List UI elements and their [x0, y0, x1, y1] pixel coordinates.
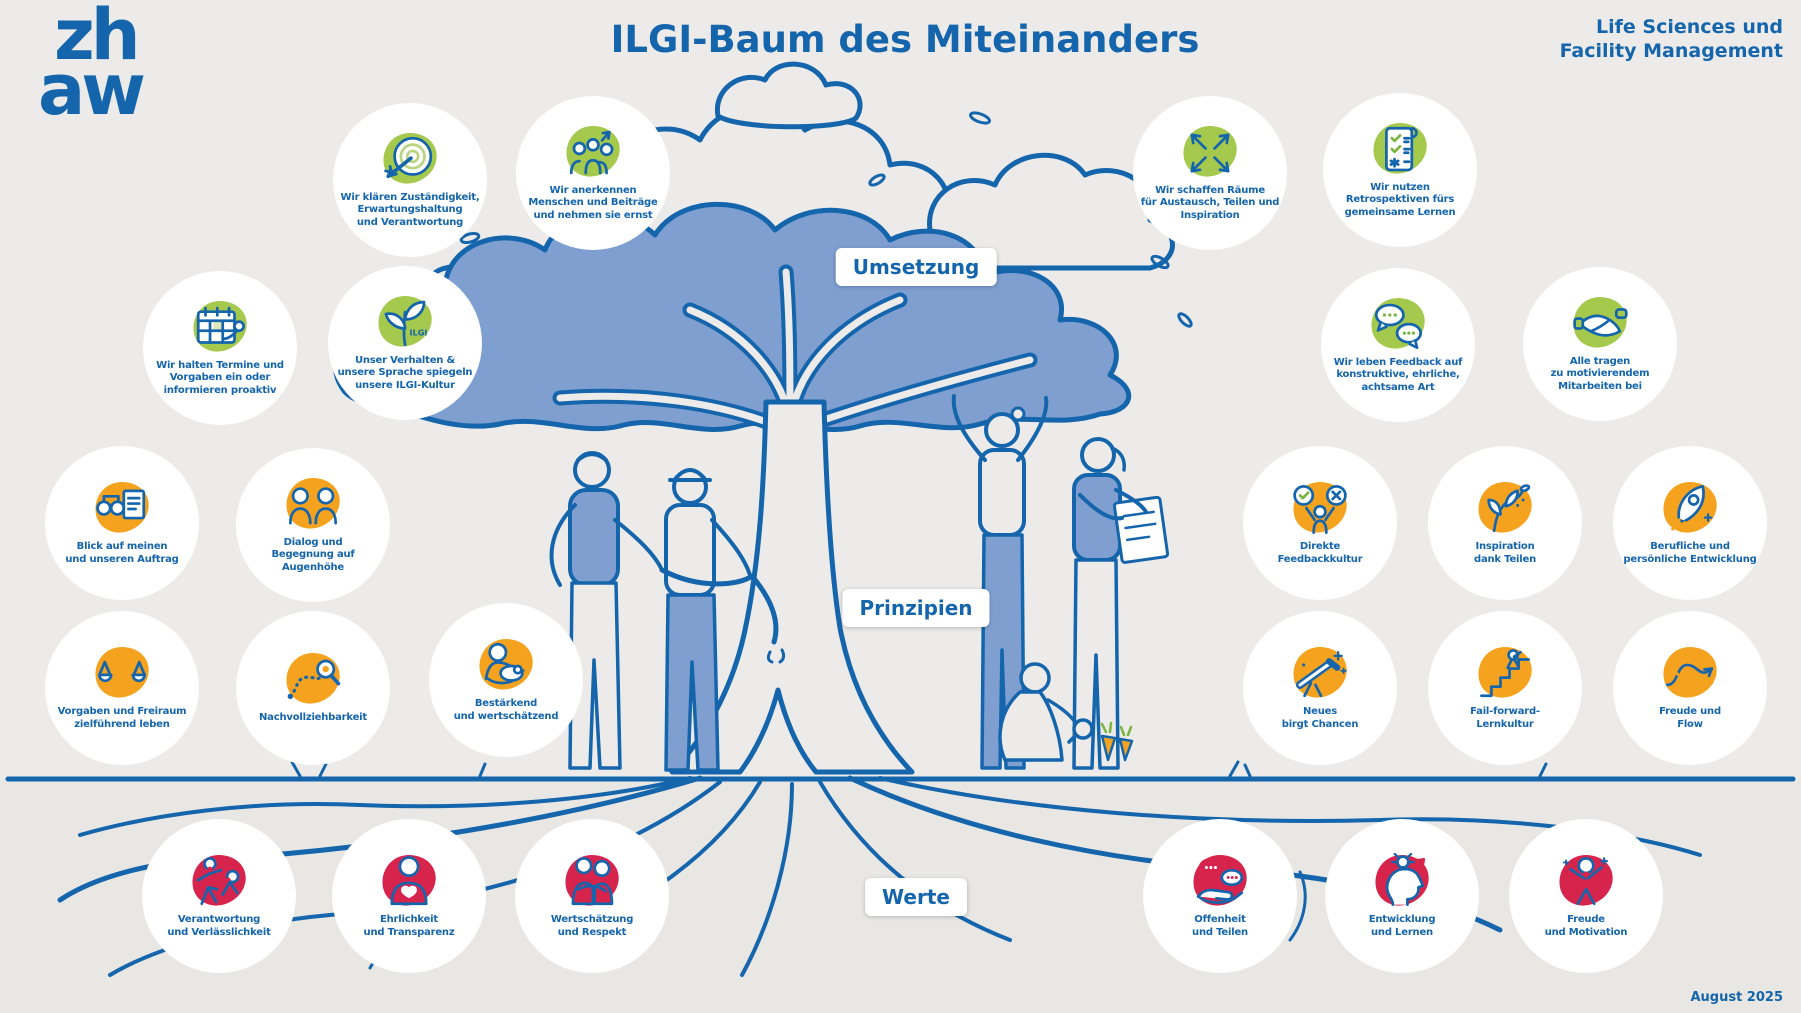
bubble-ilgi-kultur: ILGI Unser Verhalten & unsere Sprache sp…: [328, 266, 482, 420]
bubble-verantwortung: Verantwortung und Verlässlichkeit: [142, 819, 296, 973]
bubble-label: Wir schaffen Räume für Austausch, Teilen…: [1140, 185, 1280, 221]
bubble-freude: Freude und Motivation: [1509, 819, 1663, 973]
bubble-label: Dialog und Begegnung auf Augenhöhe: [271, 537, 355, 573]
svg-text:ILGI: ILGI: [410, 328, 428, 338]
bubble-label: Wir anerkennen Menschen und Beiträge und…: [528, 185, 658, 221]
dialog-pair-icon: [281, 473, 345, 534]
bubble-wertschaetzung: Wertschätzung und Respekt: [515, 819, 669, 973]
bubble-raeume: Wir schaffen Räume für Austausch, Teilen…: [1133, 96, 1287, 250]
acro-duo-icon: [187, 850, 251, 911]
bubble-zustaendigkeit: Wir klären Zuständigkeit, Erwartungshalt…: [333, 103, 487, 257]
bubble-auftrag: Blick auf meinen und unseren Auftrag: [45, 446, 199, 600]
bubble-label: Ehrlichkeit und Transparenz: [363, 914, 455, 938]
department-name: Life Sciences und Facility Management: [1560, 16, 1783, 64]
sharing-plant-icon: [1473, 477, 1537, 538]
zhaw-logo-line1: zh: [54, 0, 141, 76]
grass-tufts: [290, 760, 1548, 778]
joined-hands-icon: [1568, 292, 1632, 353]
bubble-label: Berufliche und persönliche Entwicklung: [1623, 541, 1757, 565]
bubble-label: Vorgaben und Freiraum zielführend leben: [57, 706, 187, 730]
bubble-label: Inspiration dank Teilen: [1474, 541, 1536, 565]
bubble-feedback-leben: Wir leben Feedback auf konstruktive, ehr…: [1321, 268, 1475, 422]
stairs-climb-icon: [1473, 642, 1537, 703]
bubble-label: Freude und Flow: [1659, 706, 1721, 730]
bubble-label: Bestärkend und wertschätzend: [453, 698, 559, 722]
section-label-umsetzung: Umsetzung: [835, 248, 997, 286]
bubble-label: Verantwortung und Verlässlichkeit: [167, 914, 271, 938]
bubble-nachvollziehbar: Nachvollziehbarkeit: [236, 611, 390, 765]
tree-trunk: [669, 399, 915, 775]
bubble-label: Neues birgt Chancen: [1281, 706, 1359, 730]
hug-icon: [560, 850, 624, 911]
department-line2: Facility Management: [1559, 39, 1783, 62]
retro-checklist-icon: [1368, 118, 1432, 179]
department-line1: Life Sciences und: [1596, 16, 1783, 38]
bubble-ehrlichkeit: Ehrlichkeit und Transparenz: [332, 819, 486, 973]
bubble-retrospektiven: Wir nutzen Retrospektiven fürs gemeinsam…: [1323, 93, 1477, 247]
chat-bubbles-icon: [1366, 293, 1430, 354]
bubble-bestaerkend: Bestärkend und wertschätzend: [429, 603, 583, 757]
bubble-fail-forward: Fail-forward- Lernkultur: [1428, 611, 1582, 765]
bubble-label: Blick auf meinen und unseren Auftrag: [65, 541, 179, 565]
target-icon: [378, 128, 442, 189]
joy-icon: [1554, 850, 1618, 911]
cheering-group-icon: [561, 121, 625, 182]
bubble-label: Entwicklung und Lernen: [1368, 914, 1436, 938]
flow-arrows-icon: [1658, 642, 1722, 703]
section-label-prinzipien: Prinzipien: [842, 589, 990, 627]
bubble-feedbackkultur: Direkte Feedbackkultur: [1243, 446, 1397, 600]
ilgi-plant-icon: ILGI: [373, 291, 437, 352]
bubble-label: Wertschätzung und Respekt: [550, 914, 634, 938]
telescope-icon: [1288, 642, 1352, 703]
feedback-check-x-icon: [1288, 477, 1352, 538]
people-illustration: [549, 394, 1170, 772]
bubble-label: Wir leben Feedback auf konstruktive, ehr…: [1333, 357, 1463, 393]
bubble-label: Freude und Motivation: [1544, 914, 1628, 938]
bubble-label: Wir klären Zuständigkeit, Erwartungshalt…: [340, 192, 480, 228]
bubble-termine: Wir halten Termine und Vorgaben ein oder…: [143, 271, 297, 425]
bubble-inspiration: Inspiration dank Teilen: [1428, 446, 1582, 600]
bubble-flow: Freude und Flow: [1613, 611, 1767, 765]
bubble-label: Nachvollziehbarkeit: [259, 712, 367, 724]
bubble-label: Offenheit und Teilen: [1192, 914, 1248, 938]
bubble-label: Direkte Feedbackkultur: [1277, 541, 1363, 565]
binoculars-document-icon: [90, 477, 154, 538]
bubble-entwicklung-pers: Berufliche und persönliche Entwicklung: [1613, 446, 1767, 600]
bubble-entwicklung-lern: Entwicklung und Lernen: [1325, 819, 1479, 973]
bubble-label: Unser Verhalten & unsere Sprache spiegel…: [337, 355, 473, 391]
idea-head-icon: [1370, 850, 1434, 911]
bubble-label: Alle tragen zu motivierendem Mitarbeiten…: [1550, 356, 1650, 392]
page-title: ILGI-Baum des Miteinanders: [610, 18, 1200, 61]
bubble-dialog: Dialog und Begegnung auf Augenhöhe: [236, 448, 390, 602]
bubble-chancen: Neues birgt Chancen: [1243, 611, 1397, 765]
zhaw-logo-line2: aw: [38, 48, 146, 131]
tree-branches: [552, 264, 1038, 436]
bubble-anerkennung: Wir anerkennen Menschen und Beiträge und…: [516, 96, 670, 250]
rocket-person-icon: [1658, 477, 1722, 538]
scales-icon: [90, 642, 154, 703]
traceable-path-icon: [281, 648, 345, 709]
bubble-freiraum: Vorgaben und Freiraum zielführend leben: [45, 611, 199, 765]
zhaw-logo: zh aw: [38, 0, 146, 131]
bubble-mitarbeiten: Alle tragen zu motivierendem Mitarbeiten…: [1523, 267, 1677, 421]
bubble-label: Wir nutzen Retrospektiven fürs gemeinsam…: [1344, 182, 1456, 218]
bubble-label: Wir halten Termine und Vorgaben ein oder…: [156, 360, 284, 396]
calendar-icon: [188, 296, 252, 357]
caring-person-icon: [474, 634, 538, 695]
arrows-out-icon: [1178, 121, 1242, 182]
section-label-werte: Werte: [865, 878, 967, 916]
bubble-label: Fail-forward- Lernkultur: [1470, 706, 1540, 730]
hand-on-heart-icon: [377, 850, 441, 911]
date-label: August 2025: [1690, 990, 1783, 1005]
sharing-hand-icon: [1188, 850, 1252, 911]
bubble-offenheit: Offenheit und Teilen: [1143, 819, 1297, 973]
